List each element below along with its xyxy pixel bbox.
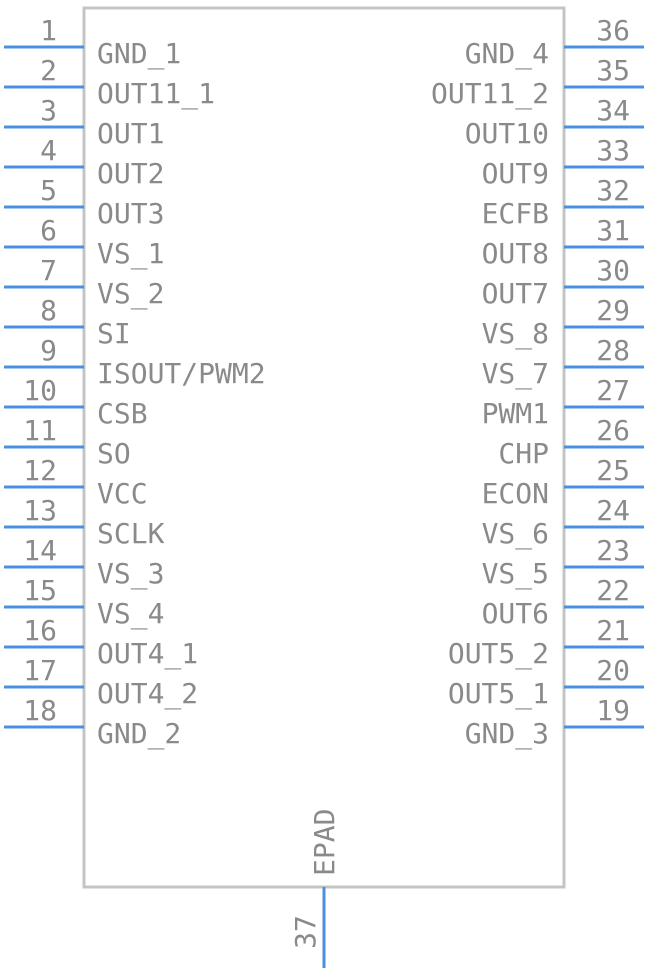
pin-name-left: VCC <box>97 477 148 510</box>
pin-number-left: 7 <box>40 254 57 287</box>
pin-name-left: OUT4_1 <box>97 637 198 671</box>
pin-name-right: OUT7 <box>482 277 549 310</box>
pin-name-right: VS_8 <box>482 317 549 351</box>
pin-number-left: 11 <box>23 414 57 447</box>
pin-name-left: GND_2 <box>97 717 181 751</box>
pin-name-right: PWM1 <box>482 397 549 430</box>
pin-name-right: OUT8 <box>482 237 549 270</box>
pin-number-left: 13 <box>23 494 57 527</box>
pin-number-right: 30 <box>596 254 630 287</box>
bottom-pin-group: 37 EPAD <box>289 809 341 968</box>
pin-number-left: 4 <box>40 134 57 167</box>
pin-number-left: 16 <box>23 614 57 647</box>
pin-name-bottom: EPAD <box>308 809 341 876</box>
pin-name-left: OUT1 <box>97 117 164 150</box>
pin-number-left: 14 <box>23 534 57 567</box>
pin-name-left: VS_4 <box>97 597 164 631</box>
pin-name-right: OUT10 <box>465 117 549 150</box>
pin-name-left: SI <box>97 317 131 350</box>
pin-name-right: ECFB <box>482 197 549 230</box>
pin-name-left: OUT3 <box>97 197 164 230</box>
pin-name-right: GND_3 <box>465 717 549 751</box>
pin-number-right: 22 <box>596 574 630 607</box>
pin-name-right: OUT6 <box>482 597 549 630</box>
pin-name-left: OUT4_2 <box>97 677 198 711</box>
pin-number-right: 20 <box>596 654 630 687</box>
pin-number-left: 5 <box>40 174 57 207</box>
pin-number-right: 23 <box>596 534 630 567</box>
pin-number-right: 27 <box>596 374 630 407</box>
pin-name-right: ECON <box>482 477 549 510</box>
pin-number-right: 19 <box>596 694 630 727</box>
pin-number-right: 33 <box>596 134 630 167</box>
pin-number-left: 1 <box>40 14 57 47</box>
pin-name-right: GND_4 <box>465 37 549 71</box>
pin-name-left: VS_1 <box>97 237 164 271</box>
pin-number-right: 35 <box>596 54 630 87</box>
pin-number-left: 18 <box>23 694 57 727</box>
pin-number-left: 12 <box>23 454 57 487</box>
pin-number-bottom: 37 <box>289 915 322 949</box>
pin-name-left: SO <box>97 437 131 470</box>
pin-name-left: VS_2 <box>97 277 164 311</box>
pin-name-left: OUT11_1 <box>97 77 215 111</box>
pin-name-right: OUT5_2 <box>448 637 549 671</box>
pin-number-right: 36 <box>596 14 630 47</box>
pin-name-left: GND_1 <box>97 37 181 71</box>
pin-name-right: VS_6 <box>482 517 549 551</box>
pin-name-right: OUT5_1 <box>448 677 549 711</box>
pin-number-left: 3 <box>40 94 57 127</box>
pin-name-right: CHP <box>498 437 549 470</box>
pin-number-right: 32 <box>596 174 630 207</box>
pin-number-right: 25 <box>596 454 630 487</box>
pin-number-left: 10 <box>23 374 57 407</box>
pin-number-left: 6 <box>40 214 57 247</box>
pin-number-right: 29 <box>596 294 630 327</box>
pin-number-right: 31 <box>596 214 630 247</box>
pin-name-right: VS_7 <box>482 357 549 391</box>
pin-name-right: OUT11_2 <box>431 77 549 111</box>
pin-name-left: VS_3 <box>97 557 164 591</box>
pin-number-right: 26 <box>596 414 630 447</box>
pin-number-right: 21 <box>596 614 630 647</box>
pin-number-right: 34 <box>596 94 630 127</box>
pin-name-left: SCLK <box>97 517 165 550</box>
pin-number-right: 28 <box>596 334 630 367</box>
pin-number-left: 17 <box>23 654 57 687</box>
pin-name-left: CSB <box>97 397 148 430</box>
pin-number-left: 2 <box>40 54 57 87</box>
pin-number-left: 15 <box>23 574 57 607</box>
pin-name-right: OUT9 <box>482 157 549 190</box>
pin-number-left: 9 <box>40 334 57 367</box>
pin-number-left: 8 <box>40 294 57 327</box>
pin-name-left: OUT2 <box>97 157 164 190</box>
pin-name-right: VS_5 <box>482 557 549 591</box>
pin-name-left: ISOUT/PWM2 <box>97 357 266 390</box>
pin-number-right: 24 <box>596 494 630 527</box>
